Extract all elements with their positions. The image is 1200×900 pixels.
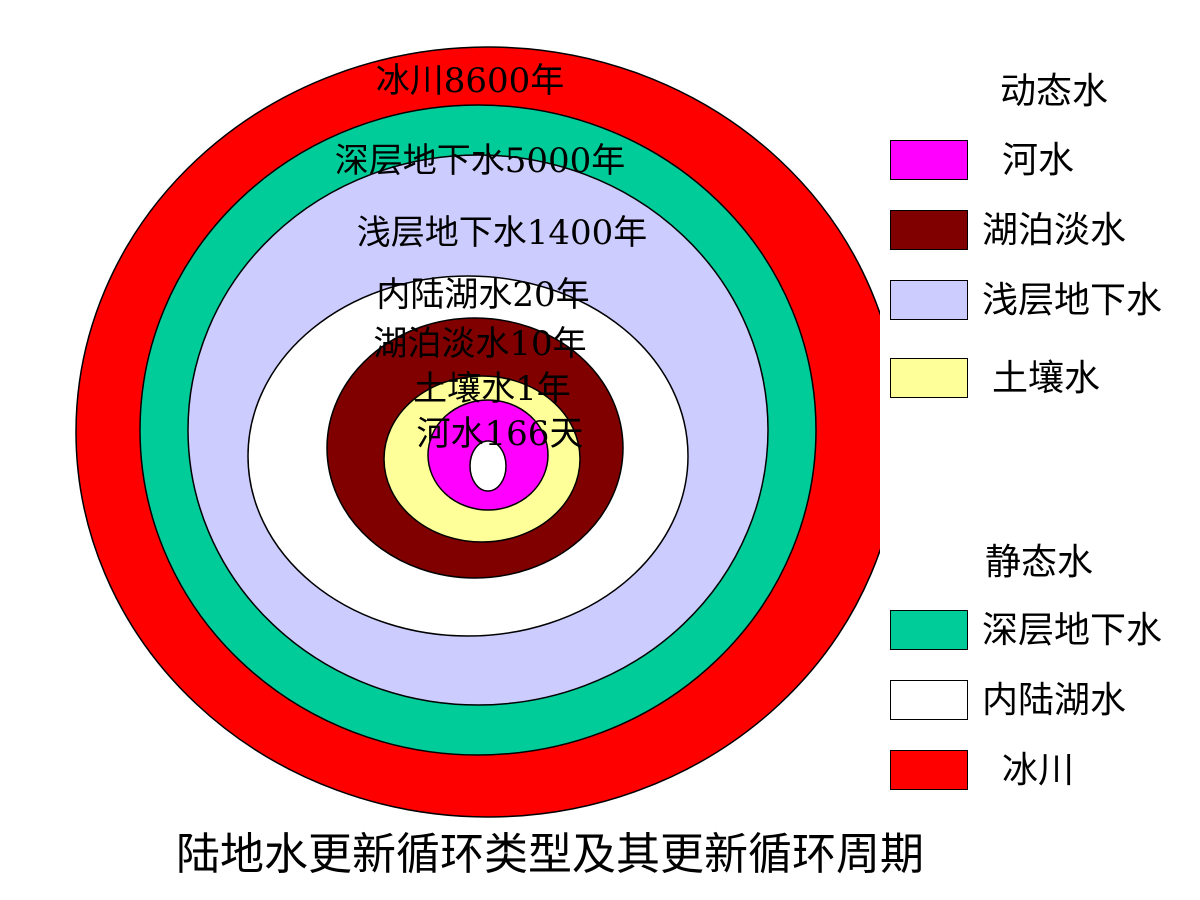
legend-dynamic-title: 动态水	[1000, 71, 1109, 112]
ring-label-lake-fresh: 湖泊淡水10年	[373, 324, 586, 364]
legend-swatch	[890, 210, 968, 250]
legend-label: 土壤水	[992, 358, 1101, 399]
ring-label-deep-groundwater: 深层地下水5000年	[335, 141, 626, 181]
ring-label-inland-lake: 内陆湖水20年	[376, 275, 589, 315]
legend-label: 冰川	[1002, 750, 1075, 791]
legend-swatch	[890, 140, 968, 180]
legend-label: 浅层地下水	[982, 280, 1163, 321]
ring-center	[469, 440, 507, 492]
ring-label-river: 河水166天	[417, 414, 584, 454]
legend-label: 内陆湖水	[982, 680, 1127, 721]
legend-swatch	[890, 610, 968, 650]
legend-label: 河水	[1002, 140, 1075, 181]
legend-swatch	[890, 750, 968, 790]
legend-swatch	[890, 680, 968, 720]
legend-static-title: 静态水	[985, 542, 1094, 583]
diagram-caption: 陆地水更新循环类型及其更新循环周期	[176, 829, 924, 880]
ring-label-glacier: 冰川8600年	[376, 61, 565, 101]
ring-label-soil: 土壤水1年	[413, 369, 571, 409]
legend-label: 湖泊淡水	[982, 210, 1127, 251]
ring-label-shallow-groundwater: 浅层地下水1400年	[357, 213, 648, 253]
legend-label: 深层地下水	[982, 610, 1163, 651]
concentric-ring-diagram: 冰川8600年深层地下水5000年浅层地下水1400年内陆湖水20年湖泊淡水10…	[75, 46, 880, 818]
legend-swatch	[890, 280, 968, 320]
legend-swatch	[890, 358, 968, 398]
